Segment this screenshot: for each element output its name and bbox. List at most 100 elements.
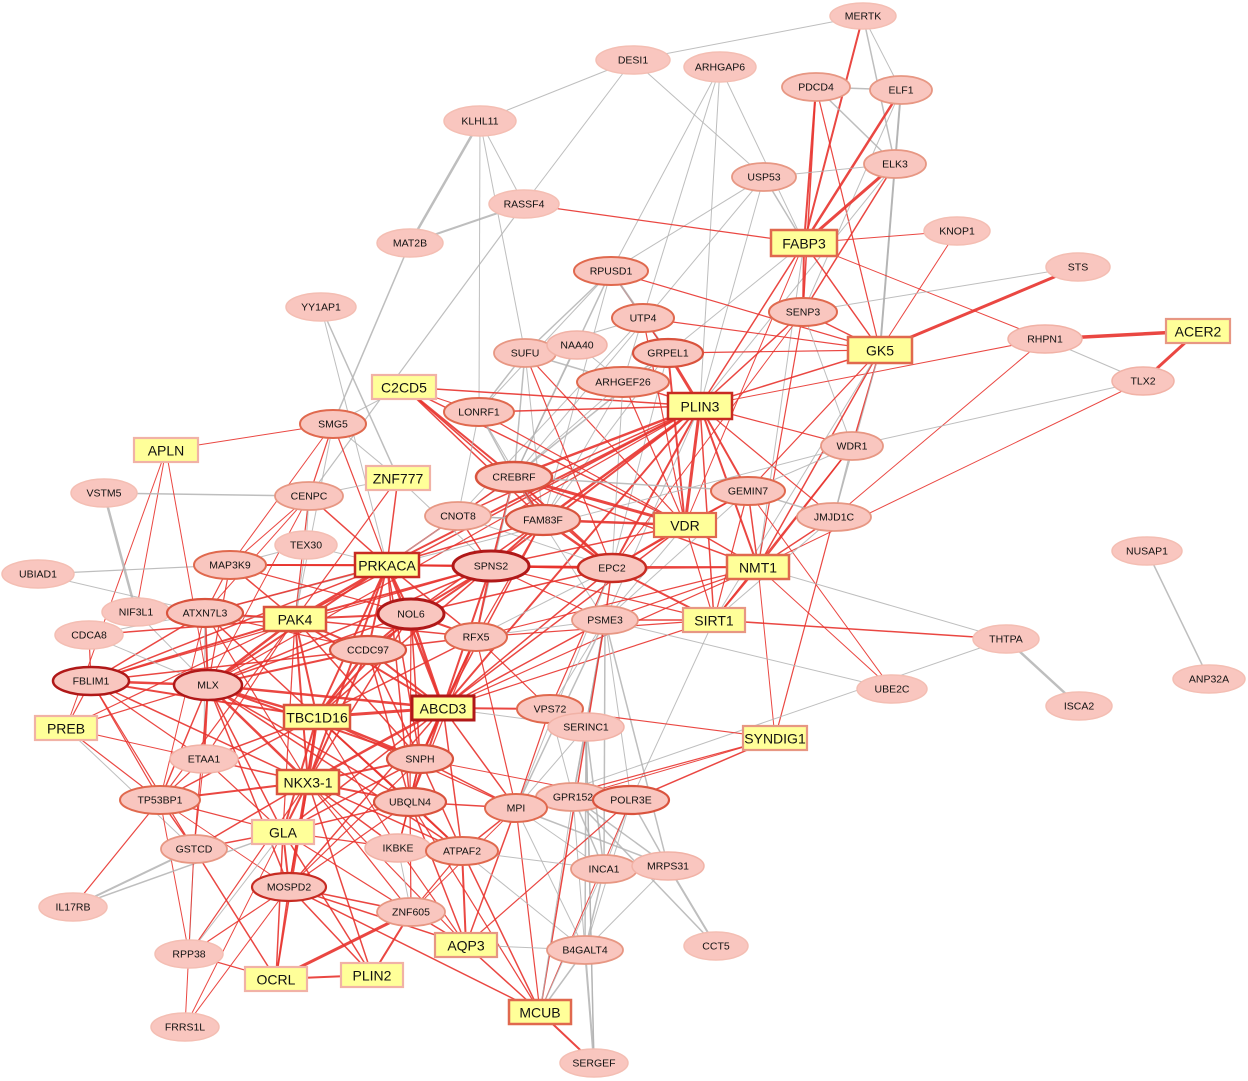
edge-elk3-plin3: [699, 163, 896, 407]
edge-smg5-pak4: [294, 423, 334, 620]
node-label-aqp3: AQP3: [447, 938, 485, 954]
node-klhl11: KLHL11: [443, 105, 517, 137]
node-shape-aqp3: [433, 931, 499, 959]
node-nkx3-1: NKX3-1: [275, 768, 341, 796]
node-shape-senp3: [768, 297, 838, 327]
node-label-knop1: KNOP1: [939, 226, 975, 238]
node-shape-pak4: [262, 605, 328, 633]
edge-elf1-fabp3: [802, 89, 903, 244]
node-atpaf2: ATPAF2: [425, 836, 499, 866]
node-shape-rpusd1: [573, 256, 649, 286]
node-shape-serinc1: [547, 712, 625, 742]
node-shape-desi1: [595, 45, 671, 75]
node-label-apln: APLN: [148, 443, 185, 459]
edge-grpel1-vdr: [667, 352, 686, 526]
node-label-usp53: USP53: [747, 172, 780, 184]
node-ikbke: IKBKE: [364, 833, 432, 863]
node-label-gemin7: GEMIN7: [728, 486, 768, 498]
node-label-rpp38: RPP38: [172, 949, 205, 961]
node-shape-preb: [33, 714, 99, 742]
edge-vdr-abcd3: [442, 524, 686, 709]
edge-nmt1-abcd3: [442, 566, 759, 709]
node-label-psme3: PSME3: [587, 615, 623, 627]
edge-gk5-nmt1: [757, 349, 881, 568]
edge-nmt1-rfx5: [475, 566, 759, 638]
node-shape-usp53: [731, 162, 797, 192]
edge-fabp3-grpel1: [667, 242, 805, 354]
edge-rpusd1-gk5: [610, 270, 881, 351]
node-label-ikbke: IKBKE: [383, 843, 414, 855]
node-label-jmjd1c: JMJD1C: [814, 512, 855, 524]
edge-epc2-nol6: [410, 567, 613, 615]
node-shape-anp32a: [1172, 664, 1246, 694]
node-shape-tex30: [274, 530, 338, 560]
node-label-b4galt4: B4GALT4: [562, 945, 607, 957]
node-sufu: SUFU: [493, 338, 557, 368]
node-sirt1: SIRT1: [681, 606, 747, 634]
node-shape-thtpa: [972, 624, 1040, 654]
edge-arhgef26-epc2: [611, 381, 624, 569]
node-cnot8: CNOT8: [424, 501, 492, 531]
node-label-nmt1: NMT1: [739, 560, 777, 576]
edge-psme3-mrps31: [604, 619, 669, 867]
node-label-arhgap6: ARHGAP6: [695, 62, 745, 74]
node-shape-ccdc97: [328, 634, 408, 666]
edge-tbc1d16-ikbke: [316, 716, 399, 849]
edge-nusap1-anp32a: [1146, 550, 1210, 680]
edge-nol6-tbc1d16: [316, 613, 412, 718]
node-label-vdr: VDR: [670, 518, 700, 534]
edge-gemin7-ube2c: [747, 490, 893, 690]
node-shape-sts: [1045, 252, 1111, 282]
edge-mpi-aqp3: [465, 807, 517, 946]
node-etaa1: ETAA1: [169, 744, 239, 774]
node-shape-psme3: [571, 605, 639, 635]
edge-yy1ap1-znf777: [320, 306, 399, 479]
node-label-ccdc97: CCDC97: [347, 645, 389, 657]
node-label-fam83f: FAM83F: [523, 515, 563, 527]
node-shape-acer2: [1164, 317, 1232, 345]
node-label-nkx3-1: NKX3-1: [283, 775, 332, 791]
edge-vps72-mpi: [515, 708, 551, 809]
edge-crebrf-nmt1: [513, 476, 759, 568]
node-label-atxn7l3: ATXN7L3: [183, 608, 228, 620]
node-plin2: PLIN2: [339, 961, 405, 989]
edge-plin3-epc2: [611, 405, 701, 569]
node-label-sts: STS: [1068, 262, 1088, 274]
node-label-sufu: SUFU: [511, 348, 540, 360]
edge-sirt1-polr3e: [630, 619, 715, 801]
edge-abcd3-mpi: [442, 707, 517, 809]
node-label-tp53bp1: TP53BP1: [138, 795, 183, 807]
edge-epc2-abcd3: [442, 567, 613, 709]
node-label-mpi: MPI: [507, 803, 526, 815]
node-tp53bp1: TP53BP1: [119, 785, 201, 815]
edge-znf777-pak4: [294, 477, 399, 620]
node-anp32a: ANP32A: [1172, 664, 1246, 694]
node-label-fblim1: FBLIM1: [73, 676, 110, 688]
node-shape-mlx: [172, 668, 244, 702]
node-shape-c2cd5: [370, 373, 438, 401]
node-label-c2cd5: C2CD5: [381, 380, 427, 396]
edge-vdr-sirt1: [684, 524, 715, 621]
node-pak4: PAK4: [262, 605, 328, 633]
node-label-etaa1: ETAA1: [188, 754, 221, 766]
node-label-frrs1l: FRRS1L: [165, 1022, 205, 1034]
node-shape-wdr1: [820, 431, 884, 461]
edge-jmjd1c-syndig1: [774, 516, 835, 739]
node-mospd2: MOSPD2: [250, 871, 328, 903]
node-atxn7l3: ATXN7L3: [165, 597, 245, 629]
edge-lonrf1-cnot8: [457, 411, 480, 517]
edge-gstcd-ocrl: [193, 848, 277, 980]
edge-nkx3-1-znf605: [307, 781, 412, 913]
node-arhgap6: ARHGAP6: [683, 51, 757, 83]
node-label-sirt1: SIRT1: [694, 613, 734, 629]
node-tex30: TEX30: [274, 530, 338, 560]
node-label-senp3: SENP3: [786, 307, 821, 319]
edge-syndig1-gpr152: [572, 737, 776, 798]
edge-gla-ocrl: [275, 831, 284, 980]
edge-ccdc97-ubqln4: [367, 649, 411, 803]
node-label-lonrf1: LONRF1: [458, 407, 500, 419]
node-snph: SNPH: [385, 743, 455, 775]
node-label-gstcd: GSTCD: [176, 844, 213, 856]
node-shape-atpaf2: [425, 836, 499, 866]
